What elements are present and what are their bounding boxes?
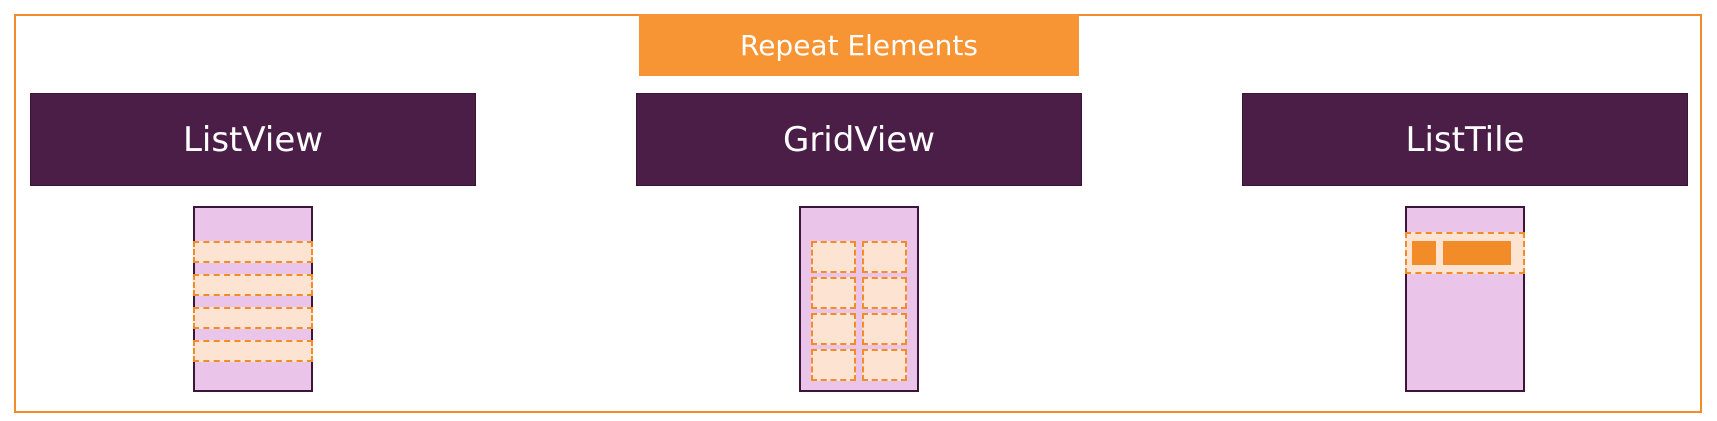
listtile-header: ListTile — [1242, 93, 1688, 186]
listview-phone-illustration — [193, 206, 313, 392]
gridview-cell — [811, 313, 856, 345]
gridview-cell — [811, 241, 856, 273]
listtile-leading-block — [1412, 241, 1436, 265]
gridview-cell — [862, 349, 907, 381]
listtile-row — [1405, 232, 1525, 274]
gridview-cell — [811, 349, 856, 381]
gridview-cell — [862, 277, 907, 309]
listview-row — [193, 340, 313, 362]
listview-header: ListView — [30, 93, 476, 186]
gridview-cell — [811, 277, 856, 309]
listview-row — [193, 307, 313, 329]
listtile-phone-illustration — [1405, 206, 1525, 392]
gridview-cell — [862, 313, 907, 345]
gridview-cell — [862, 241, 907, 273]
listtile-title-block — [1443, 241, 1511, 265]
gridview-header: GridView — [636, 93, 1082, 186]
diagram-title: Repeat Elements — [639, 14, 1079, 76]
listview-row — [193, 241, 313, 263]
listview-row — [193, 274, 313, 296]
gridview-phone-illustration — [799, 206, 919, 392]
